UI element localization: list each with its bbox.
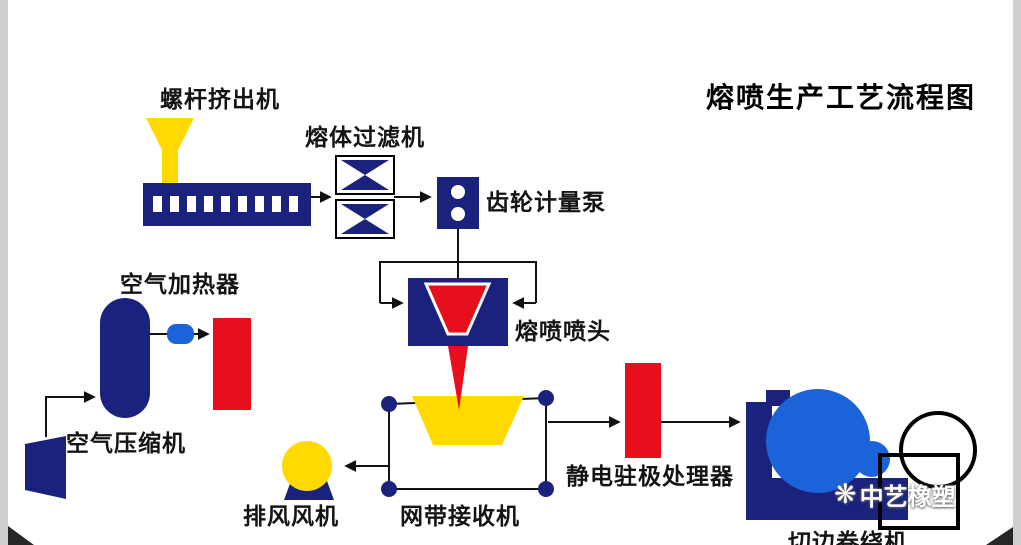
air-compressor-graphic (25, 436, 66, 499)
left-edge-strip (0, 0, 8, 545)
winder-reel-circle (899, 411, 977, 489)
electret-bar (625, 363, 661, 458)
label-electret-processor: 静电驻极处理器 (566, 463, 734, 489)
watermark: ❋ 中艺橡塑 (834, 477, 956, 512)
flow-lines (45, 191, 741, 472)
label-belt-receiver: 网带接收机 (400, 503, 520, 529)
fan-wheel (282, 441, 332, 491)
gear-pump-graphic (437, 177, 479, 229)
winder-graphic (746, 389, 977, 530)
diagram-title: 熔喷生产工艺流程图 (706, 82, 977, 113)
electret-processor-graphic (625, 363, 661, 458)
arrow-compressor-to-tank (45, 391, 96, 437)
belt-roller (381, 481, 397, 497)
label-air-heater: 空气加热器 (120, 271, 240, 297)
winder-frame-square (878, 453, 960, 530)
compressor-horn (25, 436, 66, 499)
bottom-right-corner (986, 527, 1013, 545)
label-gear-pump: 齿轮计量泵 (486, 189, 606, 215)
belt-roller (538, 390, 554, 406)
belt-roller (381, 396, 397, 412)
screw-extruder-graphic (143, 118, 311, 226)
hopper-icon (146, 118, 194, 150)
winder-roll-small (854, 441, 890, 477)
screw-flights (153, 196, 298, 212)
right-edge-strip (1013, 0, 1021, 545)
die-air-loop (379, 261, 537, 303)
filter-top-element (341, 160, 389, 190)
hopper-neck (162, 150, 178, 184)
web-pile (412, 396, 524, 445)
die-melt-channel (423, 282, 492, 336)
die-head-graphic (408, 278, 508, 410)
pump-body (437, 177, 479, 229)
exhaust-fan-graphic (282, 441, 334, 500)
label-air-compressor: 空气压缩机 (66, 430, 186, 456)
bottom-left-corner (8, 526, 34, 545)
air-tank (100, 298, 150, 418)
air-tank-graphic (100, 298, 194, 418)
melt-spray (448, 346, 468, 410)
label-die-head: 熔喷喷头 (515, 318, 611, 344)
winder-roll-large (766, 389, 870, 493)
label-extruder: 螺杆挤出机 (160, 86, 280, 112)
label-winder: 切边卷绕机 (788, 529, 908, 545)
air-heater-graphic (213, 318, 251, 410)
heater-body (213, 318, 251, 410)
label-melt-filter: 熔体过滤机 (305, 124, 425, 150)
snowflake-icon: ❋ (834, 479, 857, 509)
belt-roller (538, 481, 554, 497)
pump-gear-top (451, 185, 465, 199)
collector-web-graphic (412, 396, 524, 445)
melt-filter-graphic (335, 155, 395, 239)
filter-bottom-element (341, 204, 389, 234)
watermark-brand: 中艺橡塑 (859, 484, 956, 511)
pump-gear-bottom (451, 207, 465, 221)
label-exhaust-fan: 排风风机 (243, 503, 339, 529)
air-valve (167, 324, 194, 344)
